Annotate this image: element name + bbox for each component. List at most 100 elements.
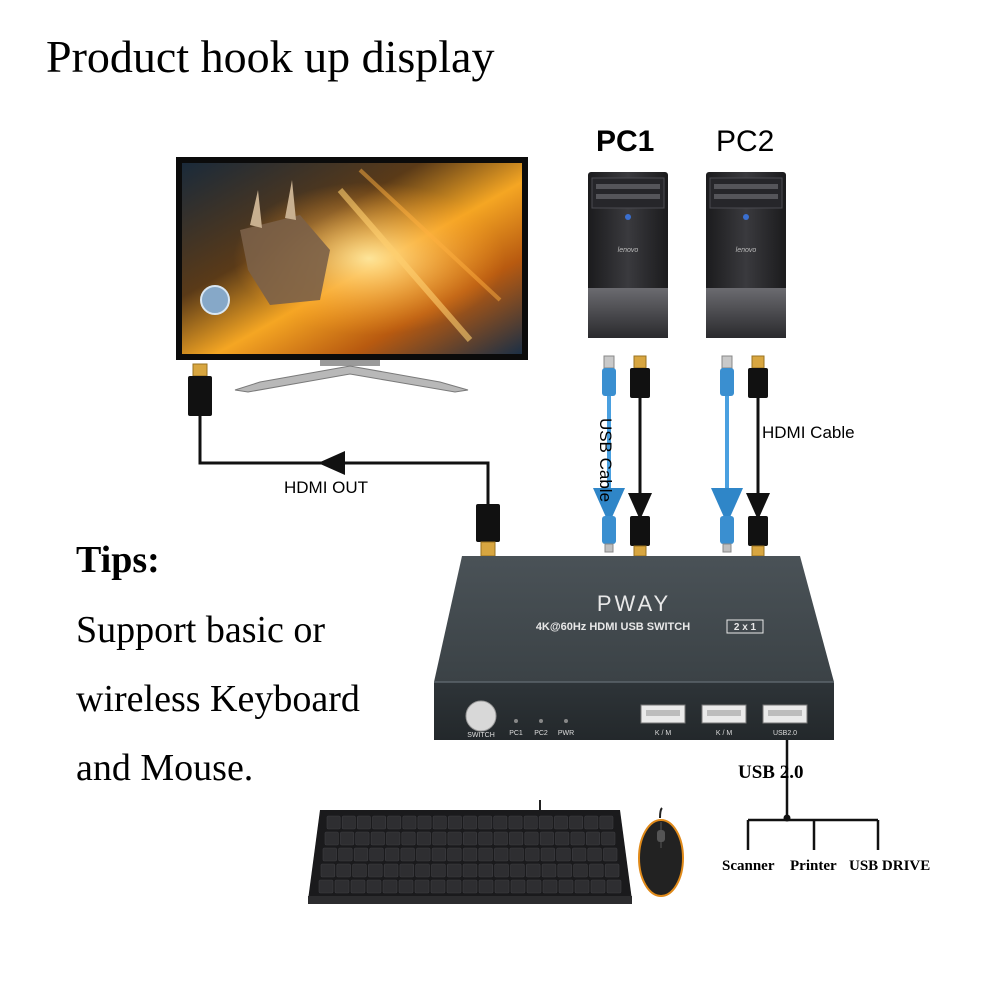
keyboard-key — [540, 847, 555, 862]
keyboard-key — [574, 879, 590, 894]
keyboard-key — [478, 847, 493, 862]
keyboard-key — [338, 847, 353, 862]
tips-line-3: and Mouse. — [76, 747, 254, 789]
keyboard-key — [509, 831, 524, 846]
pc1-hdmi-cable — [628, 355, 652, 557]
usb20-branch-lines — [746, 740, 880, 850]
monitor — [176, 157, 528, 393]
keyboard-key — [352, 863, 367, 878]
keyboard-key — [571, 847, 587, 862]
hdmi-cable-label: HDMI Cable — [762, 423, 855, 442]
keyboard-key — [585, 831, 600, 846]
pc1-label: PC1 — [596, 125, 655, 158]
port-label-usb20: USB2.0 — [773, 730, 797, 737]
keyboard-key — [589, 863, 604, 878]
kvm-switch-box: PWAY 4K@60Hz HDMI USB SWITCH 2 x 1 SWITC… — [434, 556, 834, 740]
keyboard-key — [539, 831, 554, 846]
hdmi-out-cable — [188, 363, 500, 557]
keyboard-key — [386, 831, 401, 846]
keyboard-key — [353, 847, 369, 862]
keyboard-key — [334, 879, 350, 894]
keyboard-key — [526, 879, 542, 894]
keyboard-key — [356, 815, 371, 830]
tips-line-1: Support basic or — [76, 609, 326, 651]
keyboard-key — [462, 831, 477, 846]
keyboard-key — [509, 847, 524, 862]
keyboard-key — [556, 847, 571, 862]
keyboard-key — [446, 863, 462, 878]
pc2-label: PC2 — [716, 125, 775, 158]
port-label-km2: K / M — [716, 730, 733, 737]
keyboard-key — [462, 863, 478, 878]
keyboard-key — [416, 831, 431, 846]
tips-heading: Tips: — [76, 539, 160, 581]
keyboard-key — [587, 847, 602, 862]
keyboard-key — [462, 879, 478, 894]
keyboard-key — [584, 815, 599, 830]
keyboard-key — [415, 863, 430, 878]
keyboard-key — [478, 831, 493, 846]
usb-cable-label: USB Cable — [596, 417, 615, 503]
keyboard-key — [558, 879, 574, 894]
keyboard-key — [369, 847, 384, 862]
keyboard-key — [417, 815, 432, 830]
hdmi-out-label: HDMI OUT — [284, 478, 369, 497]
pc2-usb-cable — [711, 355, 743, 553]
keyboard-key — [462, 847, 478, 862]
keyboard-key — [382, 879, 398, 894]
device-model: 4K@60Hz HDMI USB SWITCH — [536, 621, 690, 633]
keyboard-key — [336, 863, 351, 878]
keyboard-key — [372, 815, 386, 830]
led-pc1 — [514, 719, 518, 723]
led-label-pc2: PC2 — [534, 730, 548, 737]
keyboard-key — [430, 879, 446, 894]
keyboard-key — [493, 815, 508, 830]
keyboard-key — [510, 879, 526, 894]
keyboard-key — [494, 879, 510, 894]
keyboard-key — [383, 863, 399, 878]
keyboard-key — [326, 815, 341, 830]
device-model-badge: 2 x 1 — [734, 622, 757, 633]
keyboard-key — [525, 863, 541, 878]
page-title: Product hook up display — [46, 31, 495, 82]
keyboard-key — [603, 847, 618, 862]
port-label-km1: K / M — [655, 730, 672, 737]
keyboard-key — [355, 831, 370, 846]
keyboard-key — [447, 831, 462, 846]
keyboard-key — [350, 879, 366, 894]
keyboard-key — [387, 815, 402, 830]
keyboard-key — [414, 879, 430, 894]
keyboard-key — [604, 863, 620, 878]
keyboard-key — [525, 847, 540, 862]
keyboard-key — [447, 847, 462, 862]
keyboard-key — [542, 879, 558, 894]
keyboard-key — [508, 815, 523, 830]
ship-shape — [240, 215, 330, 305]
mouse — [638, 807, 684, 897]
keyboard-key — [573, 863, 588, 878]
keyboard-key — [494, 847, 509, 862]
tips-line-2: wireless Keyboard — [76, 678, 360, 720]
pc1-usb-cable — [593, 355, 625, 553]
keyboard-key — [432, 831, 447, 846]
led-label-pc1: PC1 — [509, 730, 523, 737]
led-label-pwr: PWR — [558, 730, 574, 737]
pc2-tower: lenovo — [706, 172, 786, 338]
keyboard-key — [524, 831, 539, 846]
keyboard-key — [431, 847, 447, 862]
keyboard-key — [590, 879, 606, 894]
peripheral-scanner: Scanner — [722, 858, 775, 874]
keyboard-key — [570, 831, 585, 846]
switch-label: SWITCH — [467, 732, 495, 739]
keyboard — [308, 800, 632, 904]
peripheral-usb-drive: USB DRIVE — [849, 858, 931, 874]
planet-shape — [200, 285, 230, 315]
keyboard-key — [599, 815, 614, 830]
peripheral-printer: Printer — [790, 858, 837, 874]
monitor-stand — [234, 365, 469, 393]
pc2-hdmi-cable — [746, 355, 770, 557]
keyboard-keys — [318, 815, 622, 894]
usb20-label: USB 2.0 — [738, 762, 804, 783]
keyboard-key — [416, 847, 431, 862]
